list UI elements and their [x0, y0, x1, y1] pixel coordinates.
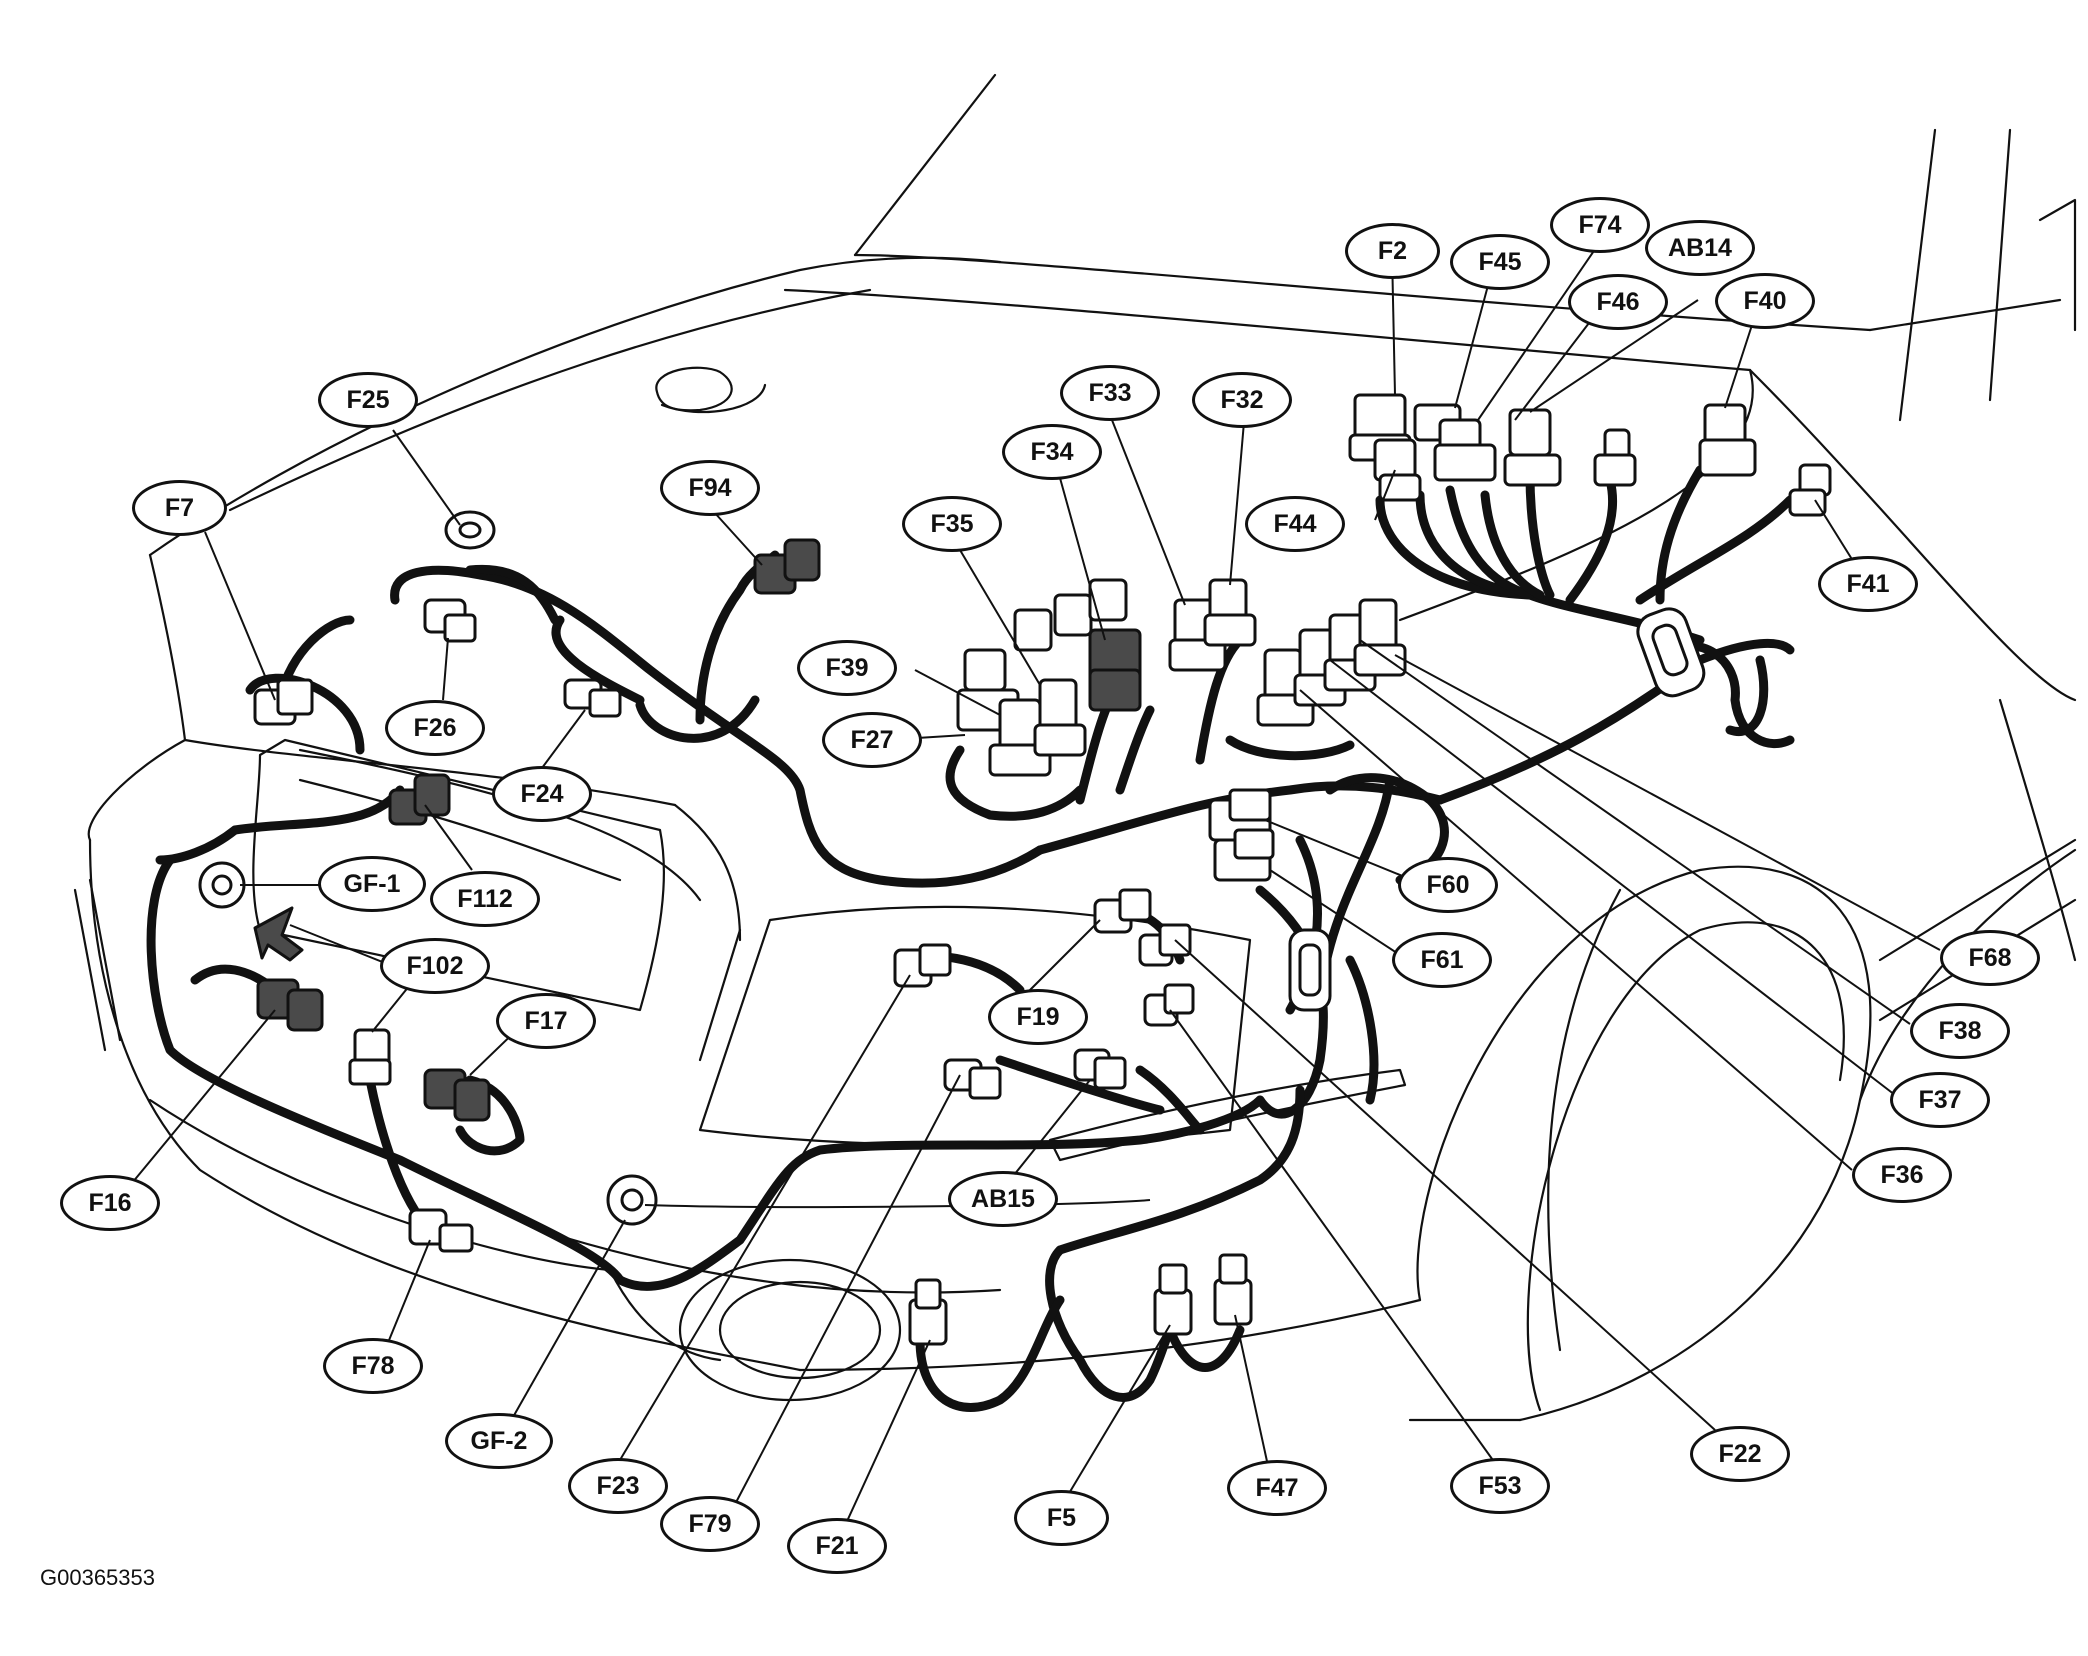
label-GF-2: GF-2 [445, 1413, 553, 1469]
vehicle-body-outline [73, 73, 2077, 1422]
label-F60: F60 [1398, 857, 1498, 913]
label-F33: F33 [1060, 365, 1160, 421]
leader-lines [117, 241, 1941, 1531]
label-F41: F41 [1818, 556, 1918, 612]
wiring-harness [146, 465, 1795, 1412]
label-GF-1: GF-1 [318, 856, 426, 912]
label-AB15: AB15 [948, 1171, 1058, 1227]
label-F68: F68 [1940, 930, 2040, 986]
label-F5: F5 [1014, 1490, 1109, 1546]
label-F23: F23 [568, 1458, 668, 1514]
label-F21: F21 [787, 1518, 887, 1574]
label-F46: F46 [1568, 274, 1668, 330]
connectors [198, 393, 1832, 1346]
label-F16: F16 [60, 1175, 160, 1231]
label-F47: F47 [1227, 1460, 1327, 1516]
label-F79: F79 [660, 1496, 760, 1552]
label-F45: F45 [1450, 234, 1550, 290]
label-F61: F61 [1392, 932, 1492, 988]
label-F22: F22 [1690, 1426, 1790, 1482]
label-F7: F7 [132, 480, 227, 536]
label-F40: F40 [1715, 273, 1815, 329]
label-F17: F17 [496, 993, 596, 1049]
label-AB14: AB14 [1645, 220, 1755, 276]
label-F74: F74 [1550, 197, 1650, 253]
label-F24: F24 [492, 766, 592, 822]
label-F38: F38 [1910, 1003, 2010, 1059]
label-F53: F53 [1450, 1458, 1550, 1514]
label-F2: F2 [1345, 223, 1440, 279]
label-F44: F44 [1245, 496, 1345, 552]
label-F26: F26 [385, 700, 485, 756]
label-F112: F112 [430, 871, 540, 927]
label-F102: F102 [380, 938, 490, 994]
label-F36: F36 [1852, 1147, 1952, 1203]
label-F94: F94 [660, 460, 760, 516]
dark-connectors [253, 538, 1142, 1122]
figure-id: G00365353 [40, 1565, 155, 1590]
label-F39: F39 [797, 640, 897, 696]
label-F19: F19 [988, 989, 1088, 1045]
label-F25: F25 [318, 372, 418, 428]
label-F27: F27 [822, 712, 922, 768]
label-F34: F34 [1002, 424, 1102, 480]
label-F37: F37 [1890, 1072, 1990, 1128]
label-F32: F32 [1192, 372, 1292, 428]
label-F78: F78 [323, 1338, 423, 1394]
label-F35: F35 [902, 496, 1002, 552]
